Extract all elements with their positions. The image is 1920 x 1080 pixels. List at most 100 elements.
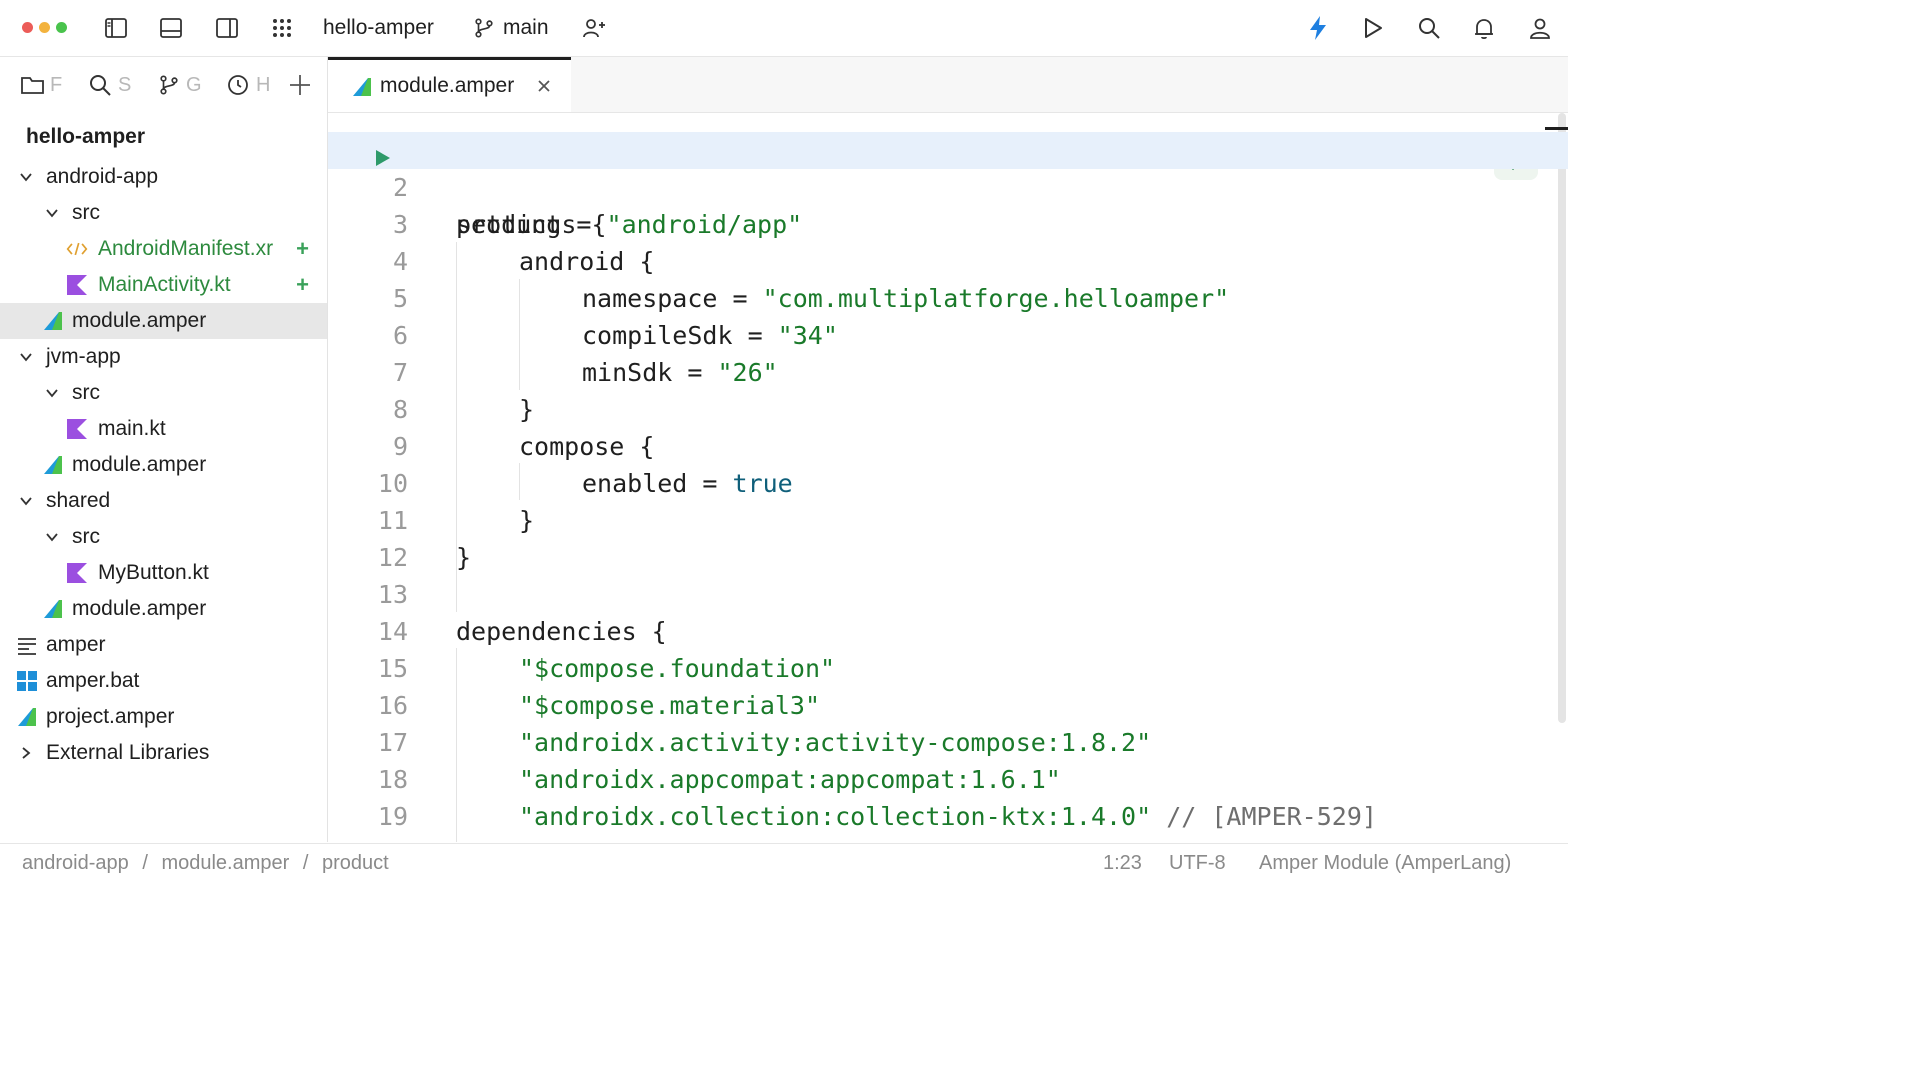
lightning-icon[interactable] (1304, 14, 1332, 42)
code-text: } (456, 543, 472, 572)
code-line-8[interactable]: 8} (328, 391, 1568, 428)
tree-file-main-kt[interactable]: main.kt (0, 411, 327, 447)
tree-folder-src[interactable]: src (0, 375, 327, 411)
code-line-16[interactable]: 16"$compose.material3" (328, 687, 1568, 724)
main-menu-grid-icon[interactable] (268, 14, 296, 42)
code-line-1[interactable]: product = "android/app" (328, 132, 1568, 239)
file-language[interactable]: Amper Module (AmperLang) (1259, 852, 1512, 874)
code-string: "$compose.material3" (519, 691, 821, 720)
close-window-button[interactable] (22, 22, 33, 33)
maximize-window-button[interactable] (56, 22, 67, 33)
close-tab-icon[interactable] (536, 78, 552, 94)
line-number: 4 (392, 247, 408, 276)
code-line-19[interactable]: 19"androidx.collection:collection-ktx:1.… (328, 798, 1568, 835)
code-line-2[interactable]: 2 (328, 169, 1568, 206)
breadcrumb: android-app / module.amper / product (22, 852, 389, 875)
tree-item-label: module.amper (72, 309, 207, 332)
code-line-13[interactable]: 13 (328, 576, 1568, 613)
breadcrumb-item[interactable]: product (321, 852, 389, 874)
tree-folder-src[interactable]: src (0, 195, 327, 231)
bottom-panel-toggle-icon[interactable] (157, 14, 185, 42)
code-text: compileSdk = (582, 321, 778, 350)
user-profile-icon[interactable] (1526, 14, 1554, 42)
code-line-15[interactable]: 15"$compose.foundation" (328, 650, 1568, 687)
minimize-window-button[interactable] (39, 22, 50, 33)
tab-files[interactable]: F (20, 71, 62, 99)
vertical-scrollbar[interactable] (1558, 113, 1566, 723)
code-line-17[interactable]: 17"androidx.activity:activity-compose:1.… (328, 724, 1568, 761)
tree-file-androidmanifest[interactable]: AndroidManifest.xr + (0, 231, 327, 267)
chevron-right-icon[interactable] (16, 743, 36, 763)
indent-guide (456, 242, 457, 612)
line-number: 2 (392, 173, 408, 202)
left-panel-toggle-icon[interactable] (102, 14, 130, 42)
code-line-18[interactable]: 18"androidx.appcompat:appcompat:1.6.1" (328, 761, 1568, 798)
tree-file-module-amper[interactable]: module.amper (0, 591, 327, 627)
add-tab-button[interactable] (288, 71, 312, 99)
chevron-down-icon[interactable] (16, 167, 36, 187)
tree-item-label: src (72, 525, 100, 548)
editor-tab-module-amper[interactable]: module.amper (328, 57, 571, 112)
tree-item-label: main.kt (98, 417, 166, 440)
git-branch-icon (472, 14, 496, 42)
chevron-down-icon[interactable] (42, 383, 62, 403)
code-text: enabled = (582, 469, 733, 498)
tree-item-label: AndroidManifest.xr (98, 237, 274, 260)
code-line-11[interactable]: 11} (328, 502, 1568, 539)
tab-git[interactable]: G (158, 71, 202, 99)
tree-file-amper-bat[interactable]: amper.bat (0, 663, 327, 699)
file-encoding[interactable]: UTF-8 (1169, 852, 1226, 874)
tree-folder-shared[interactable]: shared (0, 483, 327, 519)
tree-folder-android-app[interactable]: android-app (0, 159, 327, 195)
run-gutter-icon[interactable] (374, 141, 392, 166)
cursor-position[interactable]: 1:23 (1103, 852, 1142, 874)
tree-folder-src[interactable]: src (0, 519, 327, 555)
code-text: android { (519, 247, 655, 276)
search-icon[interactable] (1415, 14, 1443, 42)
chevron-down-icon[interactable] (42, 203, 62, 223)
scroll-position-marker (1545, 127, 1568, 130)
code-line-12[interactable]: 12} (328, 539, 1568, 576)
code-string: "26" (717, 358, 778, 387)
chevron-down-icon[interactable] (16, 491, 36, 511)
add-user-icon[interactable] (580, 14, 608, 42)
branch-name[interactable]: main (503, 16, 549, 39)
added-status-badge: + (296, 236, 309, 261)
folder-icon (21, 77, 44, 94)
line-number: 15 (377, 654, 408, 683)
tree-item-label: MainActivity.kt (98, 273, 231, 296)
tree-file-amper[interactable]: amper (0, 627, 327, 663)
tree-external-libraries[interactable]: External Libraries (0, 735, 327, 771)
tree-file-module-amper[interactable]: module.amper (0, 447, 327, 483)
tab-history[interactable]: H (226, 71, 270, 99)
tree-folder-jvm-app[interactable]: jvm-app (0, 339, 327, 375)
tree-file-mainactivity[interactable]: MainActivity.kt + (0, 267, 327, 303)
breadcrumb-item[interactable]: android-app (22, 852, 129, 874)
tree-root[interactable]: hello-amper (0, 119, 327, 155)
amper-icon (42, 598, 64, 620)
tree-file-mybutton[interactable]: MyButton.kt (0, 555, 327, 591)
chevron-down-icon[interactable] (42, 527, 62, 547)
breadcrumb-item[interactable]: module.amper (161, 852, 290, 874)
tree-file-project-amper[interactable]: project.amper (0, 699, 327, 735)
notifications-bell-icon[interactable] (1470, 14, 1498, 42)
run-icon[interactable] (1359, 14, 1387, 42)
code-line-4[interactable]: 4 android { (328, 243, 1568, 280)
code-text: minSdk = (582, 358, 718, 387)
line-number: 19 (377, 802, 408, 831)
tab-git-label: G (186, 73, 202, 96)
tree-item-label: External Libraries (46, 741, 210, 764)
project-name[interactable]: hello-amper (323, 16, 434, 39)
chevron-down-icon[interactable] (16, 347, 36, 367)
tree-file-module-amper-selected[interactable]: module.amper (0, 303, 327, 339)
project-sidebar: F S G H hello-amper android-app src (0, 57, 328, 842)
right-panel-toggle-icon[interactable] (213, 14, 241, 42)
tab-search[interactable]: S (88, 71, 131, 99)
